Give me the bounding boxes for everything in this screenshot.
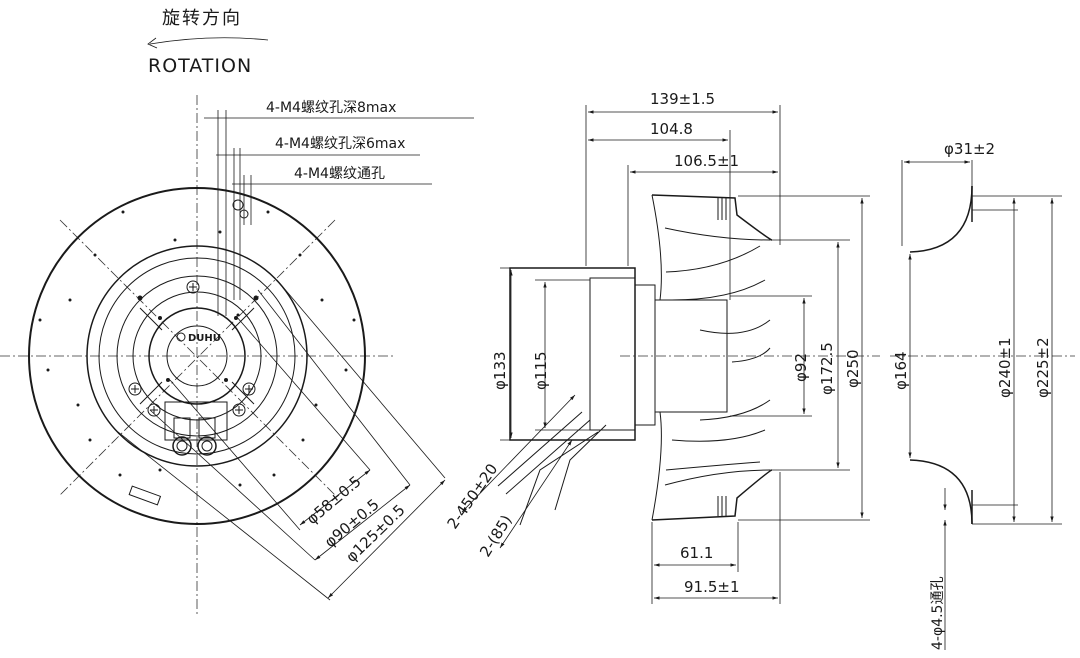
screw-icon — [147, 403, 161, 417]
cable-glands — [164, 401, 228, 456]
rotation-en-label: ROTATION — [148, 55, 252, 77]
disc-rivets — [38, 210, 356, 487]
screw-icon — [128, 382, 142, 396]
ring-holes-label: 4-φ4.5通孔 — [930, 577, 946, 650]
cable-length-label: 2-450±20 — [444, 460, 502, 532]
width-label-91-5: 91.5±1 — [684, 578, 740, 596]
front-hub-ring-2 — [98, 257, 296, 455]
inlet-ring-view: φ31±2 φ164 φ240±1 φ225±2 4-φ4.5通孔 — [890, 140, 1075, 650]
impeller-blades — [665, 245, 771, 471]
diameter-label-133: φ133 — [491, 351, 509, 390]
motor-rotor — [634, 284, 656, 426]
impeller-top-profile — [651, 194, 773, 241]
hole-label-through: 4-M4螺纹通孔 — [294, 166, 385, 182]
diameter-label-225: φ225±2 — [1034, 337, 1052, 398]
brand-logo: DUHU — [176, 332, 221, 344]
motor-hub — [654, 299, 728, 413]
diagonal-diameter-dims — [117, 279, 446, 601]
brand-text: DUHU — [188, 333, 221, 344]
rotation-indicator: 旋转方向 ROTATION — [147, 8, 269, 77]
cable-gland-right — [197, 436, 217, 456]
inlet-cone-top — [664, 227, 771, 241]
impeller-back-plate — [651, 194, 662, 521]
hole-leaders — [204, 110, 474, 316]
diameter-label-240: φ240±1 — [996, 337, 1014, 398]
cable-strip-label: 2-(85) — [476, 512, 516, 560]
rotation-arrowhead-icon — [147, 37, 158, 49]
hole-label-depth-8: 4-M4螺纹孔深8max — [266, 100, 396, 116]
diameter-label-92: φ92 — [792, 353, 810, 382]
nameplate — [128, 485, 162, 506]
motor-housing — [509, 267, 636, 441]
front-spokes — [139, 307, 255, 405]
balance-clips — [717, 198, 727, 516]
ring-top-curve — [909, 185, 973, 253]
front-hub-ring-inner — [148, 307, 246, 405]
width-label-139: 139±1.5 — [650, 90, 715, 108]
motor-flange — [589, 277, 636, 431]
front-hub-center — [166, 325, 228, 387]
diameter-label-250: φ250 — [844, 349, 862, 388]
ring-width-label: φ31±2 — [944, 140, 995, 158]
inlet-cone-bottom — [664, 469, 771, 486]
impeller-bottom-profile — [651, 469, 773, 521]
ring-bottom-curve — [909, 459, 973, 525]
logo-icon — [176, 332, 186, 342]
rotation-arrow-icon — [149, 37, 269, 45]
diameter-label-172-5: φ172.5 — [818, 342, 836, 395]
screw-heads — [128, 199, 256, 417]
screw-icon — [186, 280, 200, 294]
diameter-label-164: φ164 — [892, 351, 910, 390]
width-label-106-5: 106.5±1 — [674, 152, 739, 170]
hub-holes — [137, 295, 259, 382]
front-hub-ring-3 — [116, 275, 278, 437]
front-outer-disc — [28, 187, 366, 525]
hole-label-depth-6: 4-M4螺纹孔深6max — [275, 136, 405, 152]
rotation-cn-label: 旋转方向 — [162, 8, 242, 29]
front-view: DUHU 4-M4螺纹孔深8max 4-M4螺纹孔深6max 4-M4 — [0, 95, 474, 615]
cable-gland-left — [172, 436, 192, 456]
screw-icon — [242, 382, 256, 396]
width-label-104-8: 104.8 — [650, 120, 693, 138]
diameter-label-115: φ115 — [532, 351, 550, 390]
screw-icon — [232, 199, 244, 211]
cable: 2-450±20 2-(85) — [444, 394, 607, 560]
front-hub-ring-outer — [86, 245, 308, 467]
side-view: φ133 φ115 φ92 φ172.5 φ250 139±1.5 104.8 … — [491, 90, 880, 604]
junction-box — [164, 401, 228, 441]
screw-icon — [232, 403, 246, 417]
width-label-61-1: 61.1 — [680, 544, 713, 562]
front-diagonal-centerline-2 — [59, 219, 336, 496]
